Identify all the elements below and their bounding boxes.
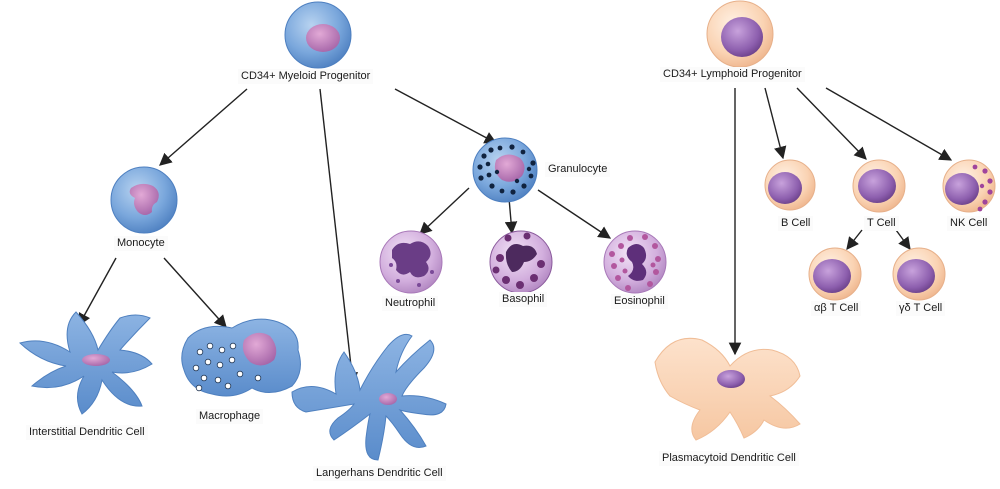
arrow-monocyte-to-macrophage <box>163 257 227 328</box>
interstitial-dendritic-cell <box>19 311 153 415</box>
macrophage-cell <box>181 318 301 397</box>
arrow-lymphoid-to-bcell <box>764 87 787 160</box>
label-eosinophil: Eosinophil <box>611 294 668 309</box>
arrow-myeloid-to-granulocyte <box>394 88 498 144</box>
lymphoid-progenitor-cell <box>706 0 774 68</box>
neutrophil-cell <box>379 230 443 294</box>
arrow-granulocyte-to-neutrophil <box>419 187 470 235</box>
arrow-granulocyte-to-eosinophil <box>537 189 612 239</box>
arrow-tcell-to-gdtcell <box>895 229 911 251</box>
gd-t-cell <box>892 247 946 301</box>
label-lymphoid-progenitor: CD34+ Lymphoid Progenitor <box>660 67 805 82</box>
t-cell <box>852 159 906 213</box>
eosinophil-cell <box>603 230 667 294</box>
arrow-myeloid-to-langerhans <box>319 88 359 386</box>
arrow-granulocyte-to-basophil <box>504 197 518 235</box>
myeloid-progenitor-cell <box>284 1 352 69</box>
label-granulocyte: Granulocyte <box>545 162 611 177</box>
b-cell <box>764 159 816 211</box>
label-myeloid-progenitor: CD34+ Myeloid Progenitor <box>238 69 374 84</box>
nk-cell <box>942 159 996 213</box>
label-interstitial-dendritic-cell: Interstitial Dendritic Cell <box>26 425 148 440</box>
label-plasmacytoid-dendritic-cell: Plasmacytoid Dendritic Cell <box>659 451 799 466</box>
langerhans-dendritic-cell <box>291 333 447 461</box>
arrow-monocyte-to-interstitial <box>78 257 117 327</box>
label-macrophage: Macrophage <box>196 409 264 424</box>
granulocyte-cell <box>472 137 538 203</box>
ab-t-cell <box>808 247 862 301</box>
label-ab-t-cell: αβ T Cell <box>811 301 862 316</box>
basophil-cell <box>489 230 553 294</box>
label-langerhans-dendritic-cell: Langerhans Dendritic Cell <box>313 466 446 481</box>
label-neutrophil: Neutrophil <box>382 296 439 311</box>
label-basophil: Basophil <box>499 292 548 307</box>
arrow-lymphoid-to-tcell <box>796 87 867 160</box>
arrow-tcell-to-abtcell <box>846 229 863 250</box>
label-nk-cell: NK Cell <box>947 216 991 231</box>
monocyte-cell <box>110 166 178 234</box>
arrow-myeloid-to-monocyte <box>159 88 248 166</box>
label-monocyte: Monocyte <box>114 236 168 251</box>
arrows <box>78 87 953 386</box>
arrow-lymphoid-to-nkcell <box>825 87 953 161</box>
label-b-cell: B Cell <box>778 216 814 231</box>
plasmacytoid-dendritic-cell <box>654 337 801 441</box>
label-gd-t-cell: γδ T Cell <box>896 301 946 316</box>
label-t-cell: T Cell <box>864 216 899 231</box>
